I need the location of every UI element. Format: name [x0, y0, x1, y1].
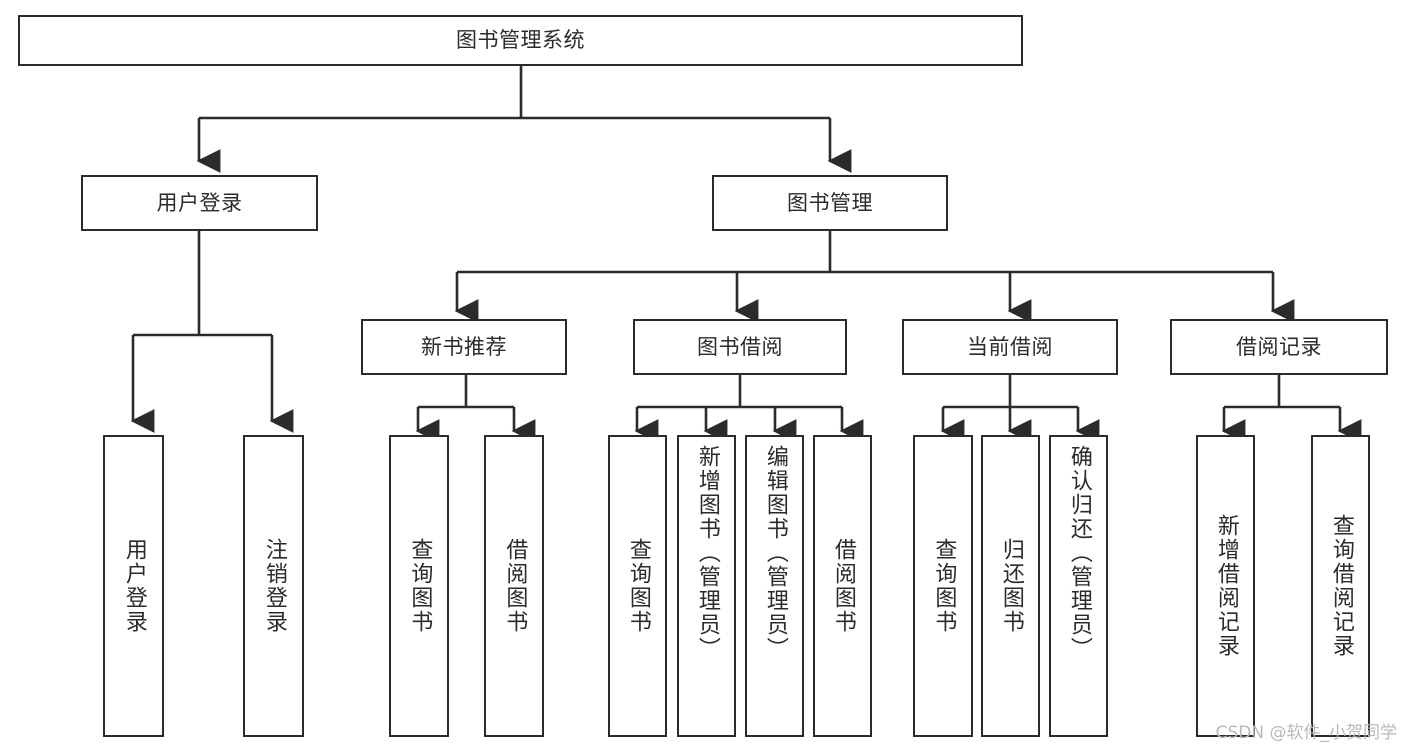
- leaf-borrow-2[interactable]: 新增图书（管理员）: [677, 435, 736, 737]
- node-root-label: 图书管理系统: [456, 28, 585, 53]
- leaf-user-login-1[interactable]: 用户登录: [103, 435, 164, 737]
- node-root[interactable]: 图书管理系统: [18, 15, 1023, 66]
- leaf-borrow-4[interactable]: 借阅图书: [813, 435, 872, 737]
- leaf-recommend-1[interactable]: 查询图书: [389, 435, 449, 737]
- node-book-manage[interactable]: 图书管理: [712, 175, 948, 231]
- leaf-borrow-3[interactable]: 编辑图书（管理员）: [745, 435, 804, 737]
- leaf-current-1[interactable]: 查询图书: [913, 435, 973, 737]
- leaf-current-3-label: 确认归还（管理员）: [1066, 445, 1092, 661]
- leaf-recommend-2-label: 借阅图书: [502, 538, 528, 634]
- leaf-user-login-1-label: 用户登录: [121, 538, 147, 634]
- csdn-watermark: CSDN @软件_小贺同学: [1215, 723, 1397, 743]
- leaf-current-3[interactable]: 确认归还（管理员）: [1049, 435, 1108, 737]
- node-user-login[interactable]: 用户登录: [81, 175, 318, 231]
- leaf-borrow-4-label: 借阅图书: [830, 538, 856, 634]
- leaf-recommend-1-label: 查询图书: [407, 538, 433, 634]
- node-current-borrow-label: 当前借阅: [967, 334, 1053, 359]
- leaf-record-1[interactable]: 新增借阅记录: [1196, 435, 1255, 737]
- leaf-current-2[interactable]: 归还图书: [981, 435, 1040, 737]
- node-book-borrow[interactable]: 图书借阅: [633, 319, 847, 375]
- node-new-book-recommend[interactable]: 新书推荐: [361, 319, 567, 375]
- node-borrow-record[interactable]: 借阅记录: [1170, 319, 1388, 375]
- leaf-current-1-label: 查询图书: [931, 538, 957, 634]
- leaf-borrow-2-label: 新增图书（管理员）: [694, 445, 720, 661]
- node-book-manage-label: 图书管理: [787, 190, 873, 215]
- leaf-recommend-2[interactable]: 借阅图书: [484, 435, 544, 737]
- node-user-login-label: 用户登录: [156, 190, 243, 215]
- node-new-book-recommend-label: 新书推荐: [421, 334, 507, 359]
- leaf-borrow-1-label: 查询图书: [625, 538, 651, 634]
- leaf-borrow-1[interactable]: 查询图书: [608, 435, 667, 737]
- leaf-current-2-label: 归还图书: [998, 538, 1024, 634]
- leaf-record-2-label: 查询借阅记录: [1328, 514, 1354, 658]
- node-book-borrow-label: 图书借阅: [697, 334, 783, 359]
- leaf-record-1-label: 新增借阅记录: [1213, 514, 1239, 658]
- node-current-borrow[interactable]: 当前借阅: [902, 319, 1118, 375]
- leaf-user-login-2[interactable]: 注销登录: [243, 435, 304, 737]
- leaf-user-login-2-label: 注销登录: [261, 538, 287, 634]
- leaf-record-2[interactable]: 查询借阅记录: [1311, 435, 1370, 737]
- node-borrow-record-label: 借阅记录: [1236, 334, 1322, 359]
- leaf-borrow-3-label: 编辑图书（管理员）: [762, 445, 788, 661]
